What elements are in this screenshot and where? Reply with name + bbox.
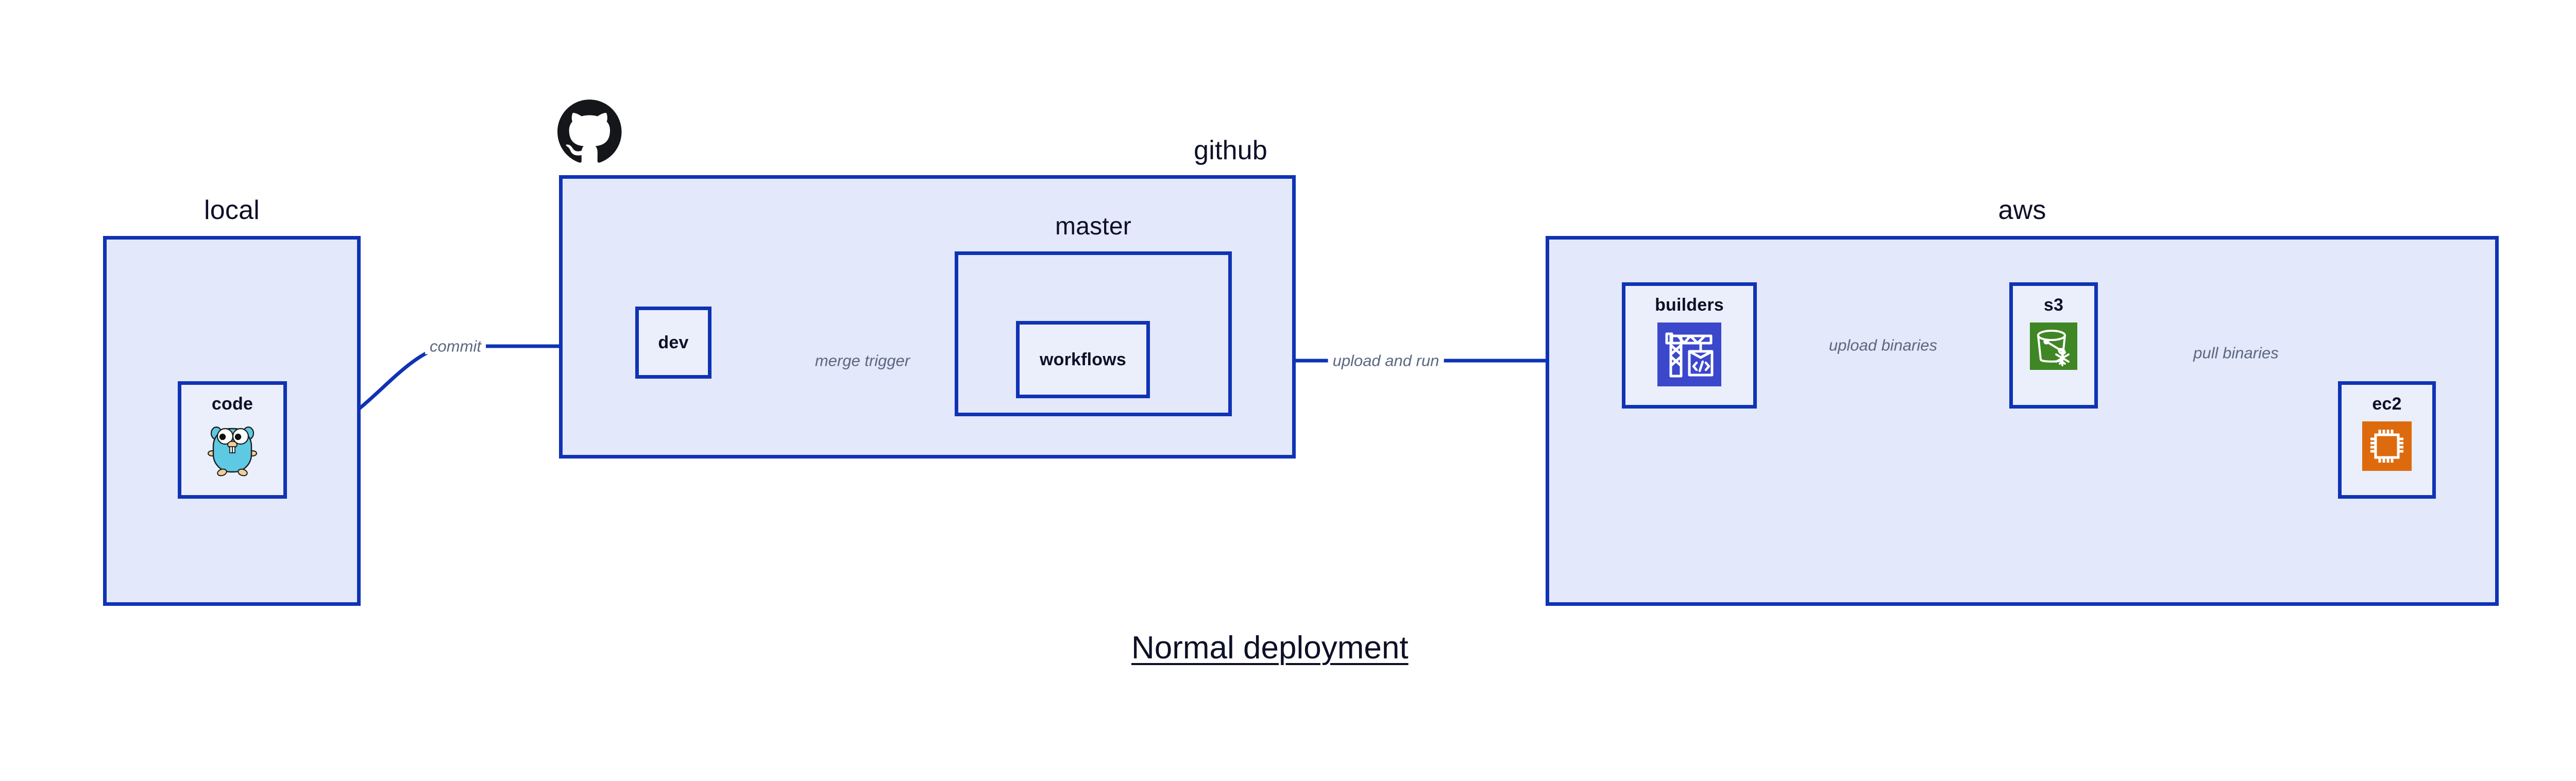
node-builders-label: builders [1655,295,1724,315]
node-dev-label: dev [658,332,689,352]
edge-label-upload-and-run: upload and run [1328,352,1444,369]
node-ec2-label: ec2 [2372,394,2402,414]
group-local-label: local [204,195,260,225]
cpu-chip-icon [2362,421,2412,471]
node-workflows-label: workflows [1039,349,1127,369]
s3-bucket-icon [2030,322,2077,370]
node-dev[interactable]: dev [635,307,711,379]
node-ec2[interactable]: ec2 [2338,381,2436,499]
crane-code-icon [1657,322,1721,386]
node-code-label: code [211,394,253,414]
github-octocat-icon [557,99,622,163]
node-builders[interactable]: builders [1622,282,1757,409]
group-master-label: master [1055,213,1131,240]
edge-label-pull-binaries: pull binaries [2189,345,2283,361]
diagram-title: Normal deployment [1131,630,1409,666]
edge-label-commit: commit [425,338,486,354]
edge-label-merge-trigger: merge trigger [810,352,915,369]
go-gopher-icon [208,421,257,478]
node-s3[interactable]: s3 [2009,282,2098,409]
node-code[interactable]: code [178,381,287,499]
group-aws-label: aws [1998,195,2046,225]
group-github-label: github [1194,135,1267,165]
node-workflows[interactable]: workflows [1016,321,1150,398]
edge-label-upload-binaries: upload binaries [1824,337,1942,353]
node-s3-label: s3 [2043,295,2064,315]
